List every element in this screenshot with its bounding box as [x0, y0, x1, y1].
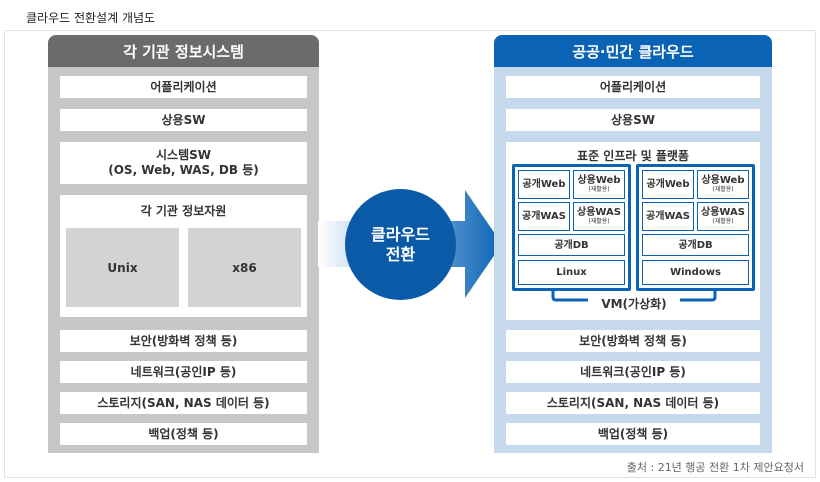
right-application-box: 어플리케이션	[506, 76, 760, 98]
vm-windows-os: Windows	[642, 260, 749, 285]
left-system-sw-box: 시스템SW (OS, Web, WAS, DB 등)	[60, 142, 307, 184]
commercial-web-label: 상용Web	[701, 175, 745, 186]
cloud-transition-circle: 클라우드 전환	[345, 189, 456, 300]
vm-linux-public-web: 공개Web	[518, 170, 570, 199]
vm-windows-commercial-web: 상용Web (재활용)	[697, 170, 749, 199]
right-commercial-sw-box: 상용SW	[506, 109, 760, 131]
platform-title: 표준 인프라 및 플랫폼	[577, 149, 689, 163]
commercial-was-note: (재활용)	[712, 218, 734, 225]
vm-windows-public-was: 공개WAS	[642, 202, 694, 231]
right-security-box: 보안(방화벽 정책 등)	[506, 330, 760, 352]
left-commercial-sw-box: 상용SW	[60, 109, 307, 131]
system-sw-label: 시스템SW	[156, 148, 211, 162]
commercial-was-label: 상용WAS	[577, 207, 621, 218]
transition-label-line1: 클라우드	[371, 224, 430, 244]
diagram-frame	[4, 30, 816, 478]
right-storage-box: 스토리지(SAN, NAS 데이터 등)	[506, 392, 760, 414]
vm-windows-commercial-was: 상용WAS (재활용)	[697, 202, 749, 231]
commercial-web-label: 상용Web	[577, 175, 621, 186]
left-storage-box: 스토리지(SAN, NAS 데이터 등)	[60, 392, 307, 414]
vm-linux-public-db: 공개DB	[518, 234, 625, 256]
commercial-was-label: 상용WAS	[701, 207, 745, 218]
left-resources-title: 각 기관 정보자원	[140, 204, 227, 218]
left-panel-title: 각 기관 정보시스템	[48, 35, 319, 67]
commercial-was-note: (재활용)	[588, 218, 610, 225]
vm-linux-public-was: 공개WAS	[518, 202, 570, 231]
transition-label-line2: 전환	[385, 244, 416, 264]
vm-windows-public-web: 공개Web	[642, 170, 694, 199]
left-backup-box: 백업(정책 등)	[60, 423, 307, 445]
left-security-box: 보안(방화벽 정책 등)	[60, 330, 307, 352]
left-application-box: 어플리케이션	[60, 76, 307, 98]
source-caption: 출처 : 21년 행공 전환 1차 제안요청서	[626, 461, 804, 474]
left-network-box: 네트워크(공인IP 등)	[60, 361, 307, 383]
vm-linux-os: Linux	[518, 260, 625, 285]
right-backup-box: 백업(정책 등)	[506, 423, 760, 445]
system-sw-detail: (OS, Web, WAS, DB 등)	[108, 163, 259, 177]
commercial-web-note: (재활용)	[712, 186, 734, 193]
vm-linux-commercial-web: 상용Web (재활용)	[573, 170, 625, 199]
right-network-box: 네트워크(공인IP 등)	[506, 361, 760, 383]
vm-label: VM(가상화)	[588, 295, 680, 313]
commercial-web-note: (재활용)	[588, 186, 610, 193]
vm-windows-public-db: 공개DB	[642, 234, 749, 256]
right-panel-title: 공공·민간 클라우드	[494, 35, 772, 67]
resource-x86: x86	[188, 228, 301, 307]
vm-linux-commercial-was: 상용WAS (재활용)	[573, 202, 625, 231]
page-title: 클라우드 전환설계 개념도	[26, 11, 156, 25]
resource-unix: Unix	[66, 228, 179, 307]
